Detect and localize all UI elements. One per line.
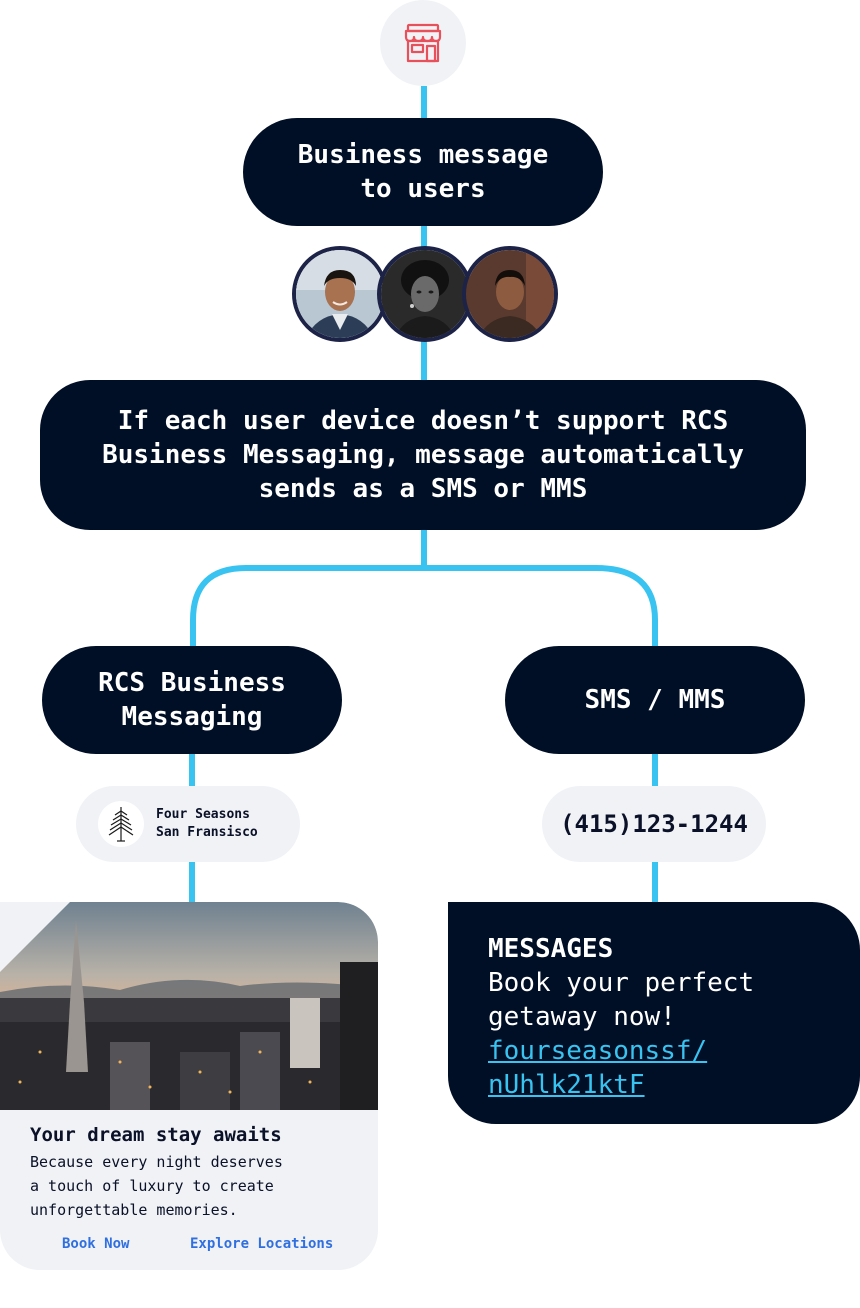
sms-header: MESSAGES <box>488 934 614 964</box>
node-sms-label: SMS / MMS <box>584 685 726 715</box>
connector-rcs-card <box>189 858 195 904</box>
explore-locations-button[interactable]: Explore Locations <box>190 1236 334 1252</box>
store-node <box>380 0 466 86</box>
sms-sender-number: (415)123-1244 <box>560 810 748 838</box>
card-image-city <box>0 902 378 1110</box>
rcs-rich-card <box>0 902 378 1270</box>
sms-link[interactable]: fourseasonssf/ nUhlk21ktF <box>488 1036 708 1100</box>
connector-fallback <box>421 528 427 568</box>
avatar-user-2 <box>377 246 473 342</box>
node-rcs-business-messaging: RCS Business Messaging <box>42 646 342 754</box>
brand-logo <box>98 801 144 847</box>
node-fallback-rule: If each user device doesn’t support RCS … <box>40 380 806 530</box>
node-business-message: Business message to users <box>243 118 603 226</box>
book-now-button[interactable]: Book Now <box>62 1236 130 1252</box>
node-business-message-label: Business message to users <box>297 140 549 204</box>
sms-body: Book your perfect getaway now! <box>488 968 755 1032</box>
node-fallback-rule-label: If each user device doesn’t support RCS … <box>102 406 744 504</box>
card-title: Your dream stay awaits <box>30 1124 282 1146</box>
connector-sms-chip <box>652 752 658 790</box>
rcs-sender-chip: Four Seasons San Fransisco <box>76 786 300 862</box>
connector-top <box>421 86 427 120</box>
node-sms-mms: SMS / MMS <box>505 646 805 754</box>
sms-message-bubble: MESSAGES Book your perfect getaway now! … <box>448 902 860 1124</box>
connector-branch <box>190 565 658 650</box>
connector-rcs-chip <box>189 752 195 790</box>
tree-logo-icon <box>108 807 134 842</box>
avatar-user-3 <box>462 246 558 342</box>
avatar-user-1 <box>292 246 388 342</box>
connector-sms-bubble <box>652 858 658 904</box>
rcs-sender-name: Four Seasons <box>156 807 250 822</box>
sms-sender-chip: (415)123-1244 <box>542 786 766 862</box>
card-description: Because every night deserves a touch of … <box>30 1153 283 1219</box>
node-rcs-label: RCS Business Messaging <box>98 668 286 732</box>
rcs-sender-location: San Fransisco <box>156 825 258 840</box>
store-icon <box>404 23 442 63</box>
